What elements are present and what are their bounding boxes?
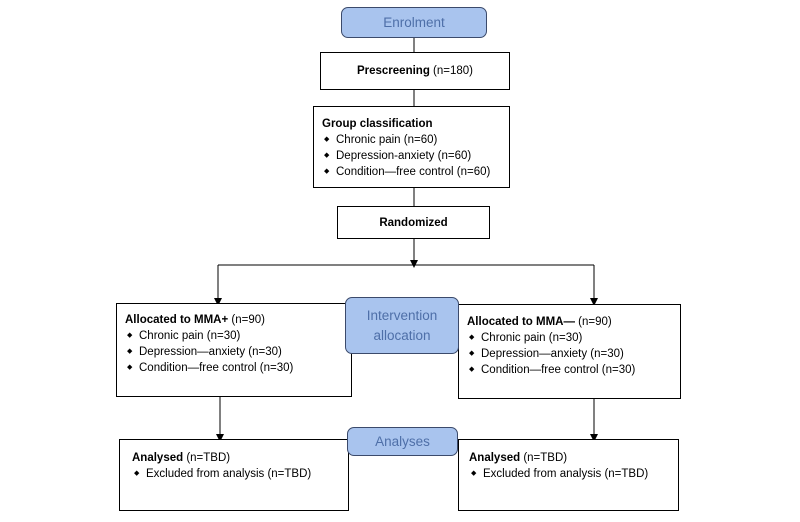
list-item: Depression—anxiety (n=30) — [125, 344, 343, 360]
analysed-right-box: Analysed (n=TBD) Excluded from analysis … — [458, 439, 679, 511]
stage-allocation-line2: allocation — [373, 327, 431, 343]
group-classification-list: Chronic pain (n=60) Depression-anxiety (… — [322, 132, 501, 180]
analysed-left-title: Analysed — [132, 452, 184, 464]
analysed-right-title: Analysed — [469, 452, 521, 464]
list-item: Excluded from analysis (n=TBD) — [132, 466, 340, 482]
list-item: Condition—free control (n=30) — [467, 362, 672, 378]
list-item: Chronic pain (n=60) — [322, 132, 501, 148]
group-classification-box: Group classification Chronic pain (n=60)… — [313, 106, 510, 188]
list-item: Chronic pain (n=30) — [125, 328, 343, 344]
list-item: Excluded from analysis (n=TBD) — [469, 466, 670, 482]
analysed-right-list: Excluded from analysis (n=TBD) — [469, 466, 670, 482]
allocated-mma-plus-box: Allocated to MMA+ (n=90) Chronic pain (n… — [116, 303, 352, 397]
stage-analyses: Analyses — [347, 427, 458, 456]
group-classification-title: Group classification — [322, 118, 433, 130]
allocated-mma-minus-box: Allocated to MMA— (n=90) Chronic pain (n… — [458, 304, 681, 399]
allocated-mma-minus-title: Allocated to MMA— — [467, 316, 575, 328]
list-item: Chronic pain (n=30) — [467, 330, 672, 346]
stage-intervention-allocation: Intervention allocation — [345, 297, 459, 354]
randomized-label: Randomized — [379, 216, 448, 229]
stage-enrolment-label: Enrolment — [383, 15, 445, 30]
stage-allocation-line1: Intervention — [366, 307, 438, 323]
stage-enrolment: Enrolment — [341, 7, 487, 38]
stage-analyses-label: Analyses — [375, 434, 430, 449]
list-item: Depression—anxiety (n=30) — [467, 346, 672, 362]
analysed-left-list: Excluded from analysis (n=TBD) — [132, 466, 340, 482]
analysed-right-count: (n=TBD) — [520, 452, 568, 464]
allocated-mma-minus-count: (n=90) — [574, 316, 612, 328]
prescreening-box: Prescreening (n=180) — [320, 52, 510, 90]
prescreening-count: (n=180) — [433, 65, 474, 77]
list-item: Depression-anxiety (n=60) — [322, 148, 501, 164]
randomized-box: Randomized — [337, 206, 490, 239]
list-item: Condition—free control (n=60) — [322, 164, 501, 180]
allocated-mma-plus-count: (n=90) — [228, 314, 265, 326]
allocated-mma-minus-list: Chronic pain (n=30) Depression—anxiety (… — [467, 330, 672, 378]
prescreening-label: Prescreening — [356, 65, 430, 77]
analysed-left-count: (n=TBD) — [183, 452, 231, 464]
analysed-left-box: Analysed (n=TBD) Excluded from analysis … — [119, 439, 349, 511]
list-item: Condition—free control (n=30) — [125, 360, 343, 376]
allocated-mma-plus-title: Allocated to MMA+ — [125, 314, 229, 326]
allocated-mma-plus-list: Chronic pain (n=30) Depression—anxiety (… — [125, 328, 343, 376]
